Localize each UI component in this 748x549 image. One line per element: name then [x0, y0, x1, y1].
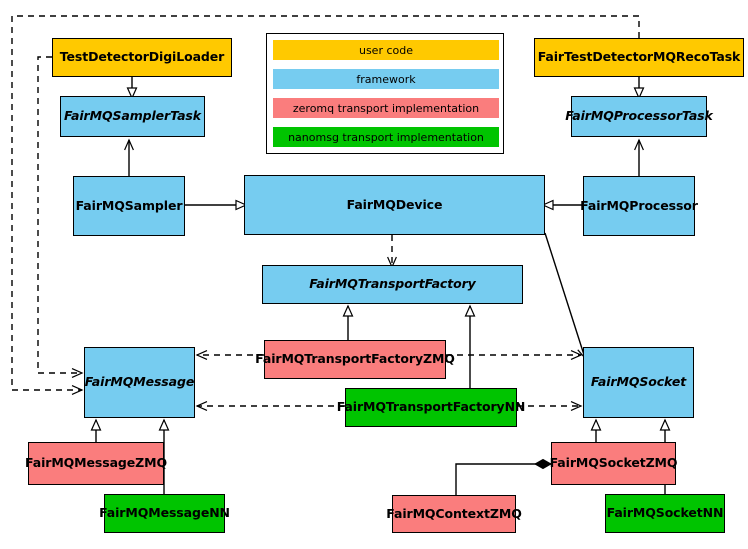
- class-box-fairmqsocketnn[interactable]: FairMQSocketNN: [605, 494, 725, 533]
- legend-label-zeromq: zeromq transport implementation: [292, 101, 480, 115]
- class-box-fairmqmessagezmq[interactable]: FairMQMessageZMQ: [25, 442, 167, 485]
- class-box-fairmqsampler[interactable]: FairMQSampler: [73, 176, 185, 236]
- class-box-fairmqprocessor[interactable]: FairMQProcessor: [580, 176, 698, 236]
- class-box-fairmqdevice[interactable]: FairMQDevice: [244, 175, 545, 235]
- class-box-fairmqmessage[interactable]: FairMQMessage: [84, 347, 195, 418]
- class-box-fairmqsamplertask[interactable]: FairMQSamplerTask: [60, 96, 205, 137]
- class-box-fairmqtransportfactory[interactable]: FairMQTransportFactory: [262, 265, 523, 304]
- legend-item-user-code: user code: [273, 40, 499, 60]
- class-box-fairtestdetectormqrecotask[interactable]: FairTestDetectorMQRecoTask: [534, 38, 744, 77]
- legend-label-framework: framework: [356, 72, 416, 86]
- legend-item-nanomsg: nanomsg transport implementation: [273, 127, 499, 147]
- class-box-fairmqcontextzmq[interactable]: FairMQContextZMQ: [386, 495, 522, 533]
- class-box-fairmqprocessortask[interactable]: FairMQProcessorTask: [565, 96, 713, 137]
- legend: user code framework zeromq transport imp…: [266, 33, 504, 154]
- class-box-fairmqsocket[interactable]: FairMQSocket: [583, 347, 694, 418]
- edge-socketzmq-contextzmq: [455, 464, 551, 495]
- class-box-fairmqsocketzmq[interactable]: FairMQSocketZMQ: [550, 442, 678, 485]
- legend-label-nanomsg: nanomsg transport implementation: [288, 130, 484, 144]
- legend-item-zeromq: zeromq transport implementation: [273, 98, 499, 118]
- edge-device-socket: [544, 232, 587, 360]
- edge-digiloader-message: [37, 56, 84, 378]
- class-box-fairmqtransportfactorynn[interactable]: FairMQTransportFactoryNN: [337, 388, 525, 427]
- legend-label-user-code: user code: [358, 43, 414, 57]
- edge-recotask-message: [11, 15, 640, 395]
- class-box-fairmqmessagenn[interactable]: FairMQMessageNN: [99, 494, 230, 533]
- class-box-testdetectordigiloader[interactable]: TestDetectorDigiLoader: [52, 38, 232, 77]
- class-box-fairmqtransportfactoryzmq[interactable]: FairMQTransportFactoryZMQ: [255, 340, 455, 379]
- legend-item-framework: framework: [273, 69, 499, 89]
